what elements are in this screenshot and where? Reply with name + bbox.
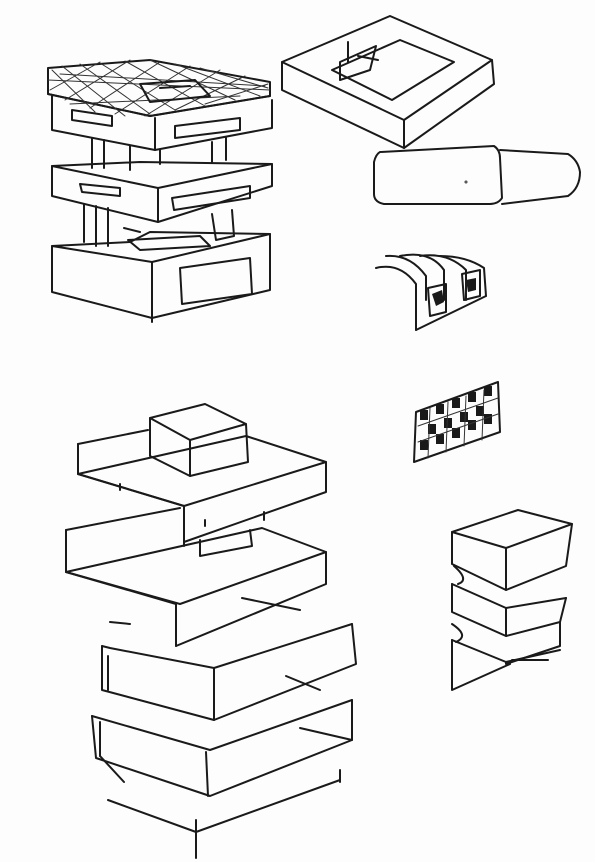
curved-facade-fragment bbox=[375, 253, 487, 331]
square-ring-block bbox=[281, 15, 495, 149]
small-stacked-floor-stack bbox=[451, 509, 573, 691]
large-stacked-slab-tower bbox=[65, 403, 357, 859]
stacked-box-tower-with-roof-grid bbox=[47, 59, 273, 323]
checkered-facade-fragment bbox=[413, 381, 501, 463]
rounded-bar-block bbox=[373, 145, 581, 205]
